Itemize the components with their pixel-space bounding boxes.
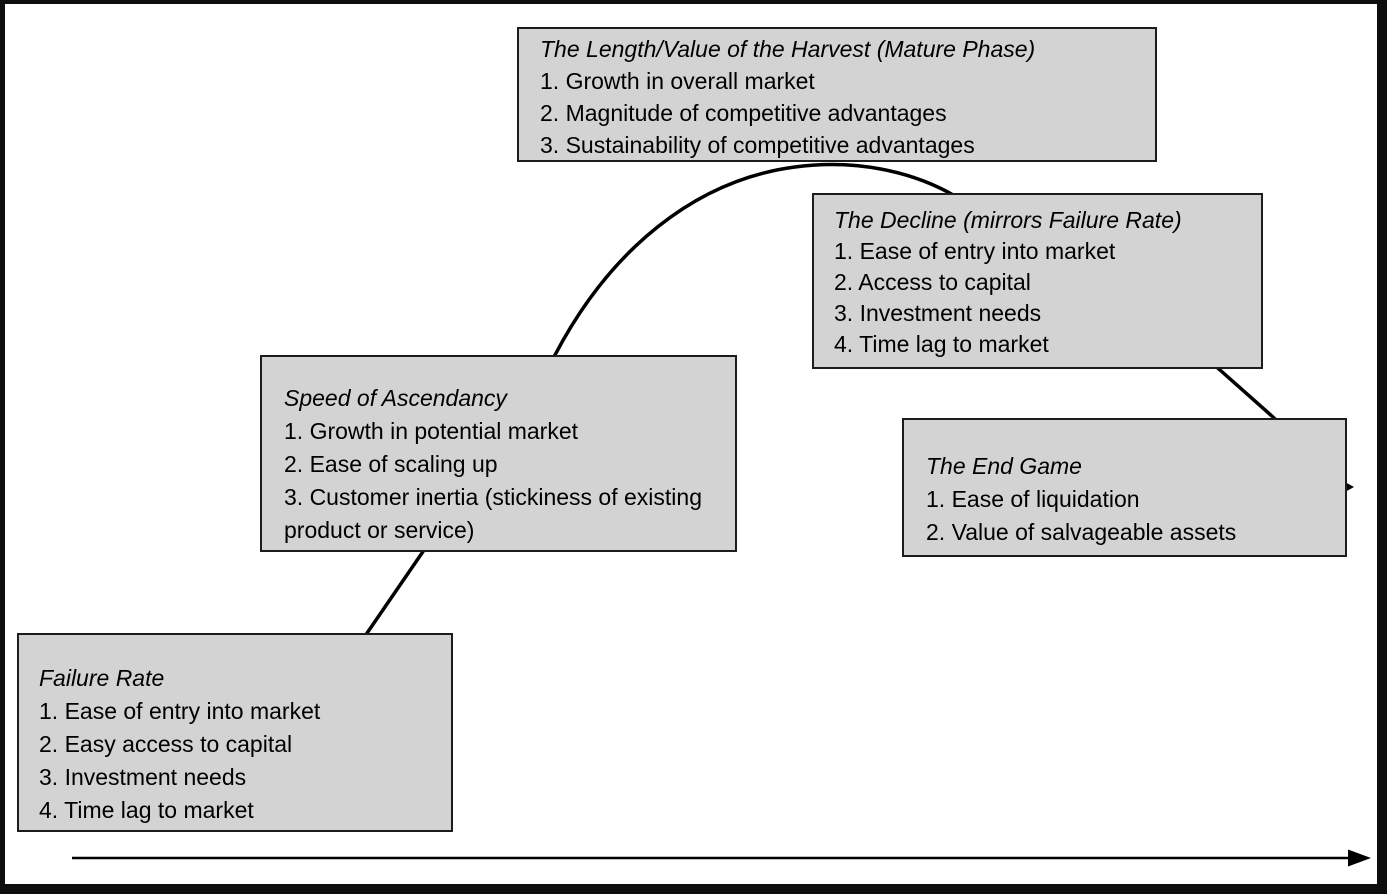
box-failure-rate: Failure Rate 1. Ease of entry into marke… (17, 633, 453, 832)
box-speed-of-ascendancy: Speed of Ascendancy 1. Growth in potenti… (260, 355, 737, 552)
box-decline: The Decline (mirrors Failure Rate) 1. Ea… (812, 193, 1263, 369)
box-item: 2. Easy access to capital (39, 731, 293, 757)
timeline-arrowhead-icon (1348, 849, 1371, 867)
box-item: 1. Growth in potential market (284, 418, 579, 444)
box-item: 3. Sustainability of competitive advanta… (540, 132, 975, 158)
box-item: 2. Ease of scaling up (284, 451, 498, 477)
box-harvest-mature-phase: The Length/Value of the Harvest (Mature … (517, 27, 1157, 162)
box-item: 1. Growth in overall market (540, 68, 815, 94)
box-item: 2. Value of salvageable assets (926, 519, 1237, 545)
box-item: 1. Ease of liquidation (926, 486, 1140, 512)
box-end-game: The End Game 1. Ease of liquidation 2. V… (902, 418, 1347, 557)
box-title: Speed of Ascendancy (284, 385, 507, 411)
box-title: The Length/Value of the Harvest (Mature … (540, 36, 1036, 62)
box-item: 1. Ease of entry into market (834, 238, 1116, 264)
box-title: The Decline (mirrors Failure Rate) (834, 207, 1182, 233)
box-title: Failure Rate (39, 665, 165, 691)
box-item: 3. Investment needs (39, 764, 247, 790)
box-item: 3. Customer inertia (stickiness of exist… (284, 484, 702, 543)
box-title: The End Game (926, 453, 1082, 479)
box-item: 2. Access to capital (834, 269, 1031, 295)
box-item: 2. Magnitude of competitive advantages (540, 100, 947, 126)
box-item: 4. Time lag to market (834, 331, 1049, 357)
box-item: 4. Time lag to market (39, 797, 254, 823)
box-item: 3. Investment needs (834, 300, 1042, 326)
box-item: 1. Ease of entry into market (39, 698, 321, 724)
